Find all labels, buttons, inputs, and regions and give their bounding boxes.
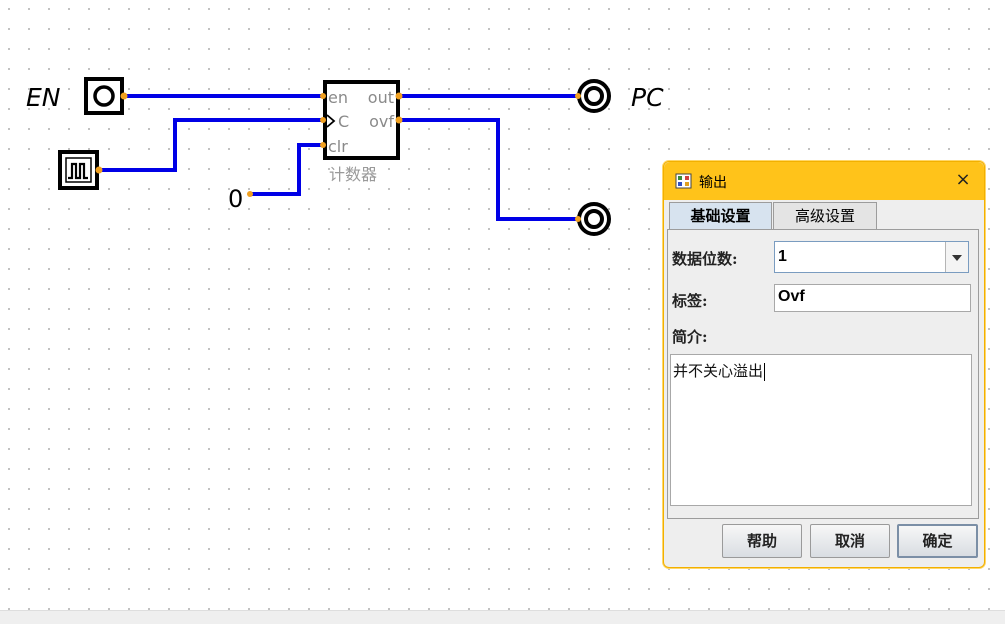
output-pin-pc[interactable] xyxy=(575,79,611,113)
constant-zero[interactable]: 0 xyxy=(228,185,243,213)
label-input[interactable]: Ovf xyxy=(774,284,971,312)
counter-pin-en: en xyxy=(328,88,348,107)
label-label: 标签: xyxy=(672,292,708,310)
dialog-title: 输出 xyxy=(699,175,727,191)
counter-component[interactable]: en C clr out ovf xyxy=(320,80,403,160)
bits-value: 1 xyxy=(778,248,787,265)
input-pin-label: EN xyxy=(26,83,61,112)
chevron-down-icon[interactable] xyxy=(945,242,968,272)
output-properties-dialog: 输出 × 基础设置 高级设置 数据位数: 1 标签: Ovf 简介: 并不关心溢… xyxy=(663,161,985,568)
clock-wave-icon xyxy=(68,162,88,180)
bits-dropdown[interactable]: 1 xyxy=(774,241,969,273)
counter-pin-out: out xyxy=(368,88,394,107)
bits-label: 数据位数: xyxy=(672,250,738,268)
ok-button[interactable]: 确定 xyxy=(897,524,978,558)
wire-clock xyxy=(97,118,325,172)
wire-ovf xyxy=(397,118,580,221)
description-value: 并不关心溢出 xyxy=(673,362,764,380)
help-button[interactable]: 帮助 xyxy=(722,524,802,558)
tab-advanced-settings[interactable]: 高级设置 xyxy=(773,202,877,229)
counter-pin-ovf: ovf xyxy=(369,112,394,131)
input-pin-en[interactable] xyxy=(84,77,128,115)
description-text-wrap: 并不关心溢出 xyxy=(673,360,766,381)
counter-pin-clr: clr xyxy=(328,137,348,156)
dialog-title-bar[interactable]: 输出 × xyxy=(664,162,984,200)
close-icon[interactable]: × xyxy=(955,169,971,190)
output-pin-label: PC xyxy=(631,83,664,112)
description-textarea[interactable]: 并不关心溢出 xyxy=(670,354,972,506)
counter-name: 计数器 xyxy=(329,165,377,184)
output-pin-ovf[interactable] xyxy=(575,202,611,236)
clock-triangle-icon xyxy=(326,114,336,128)
tab-basic-settings[interactable]: 基础设置 xyxy=(669,202,772,229)
cancel-button[interactable]: 取消 xyxy=(810,524,890,558)
status-bar xyxy=(0,610,1005,624)
output-component-icon xyxy=(675,173,692,189)
clock-component[interactable] xyxy=(58,150,103,190)
circuit-diagram[interactable]: EN 0 en C clr out ovf 计数器 PC xyxy=(0,0,1005,610)
pin-dot xyxy=(120,92,128,100)
wire-clr xyxy=(248,143,325,196)
text-caret xyxy=(764,363,766,381)
description-label: 简介: xyxy=(672,328,708,346)
counter-pin-clock: C xyxy=(338,112,349,131)
